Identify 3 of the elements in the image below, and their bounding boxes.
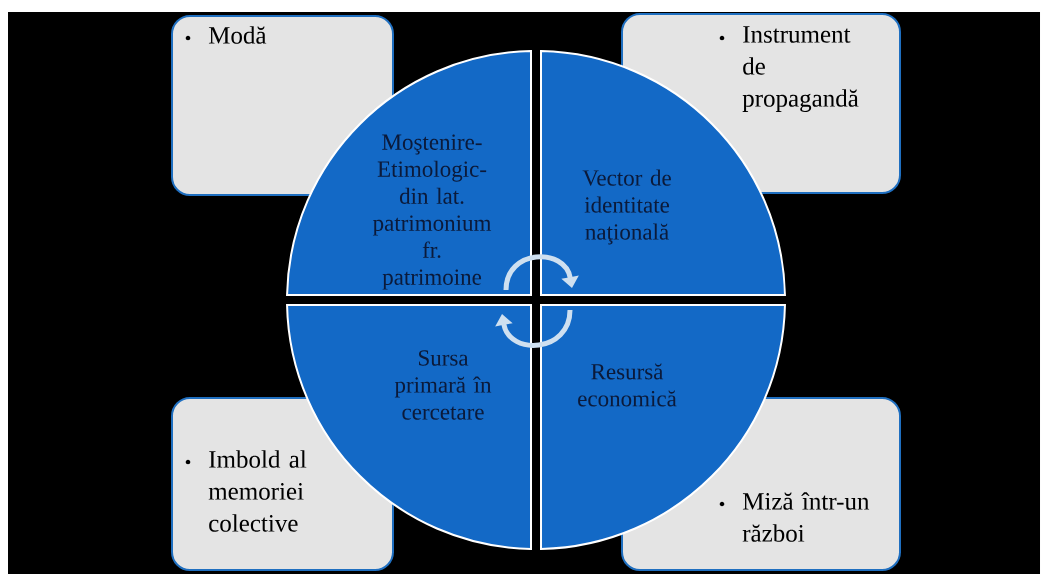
cycle-arrow — [495, 309, 573, 348]
cycle-arrow — [503, 254, 579, 291]
quadrant-segment: Moştenire-Etimologic-din lat. patrimonium fr. patrimoine — [286, 50, 532, 296]
